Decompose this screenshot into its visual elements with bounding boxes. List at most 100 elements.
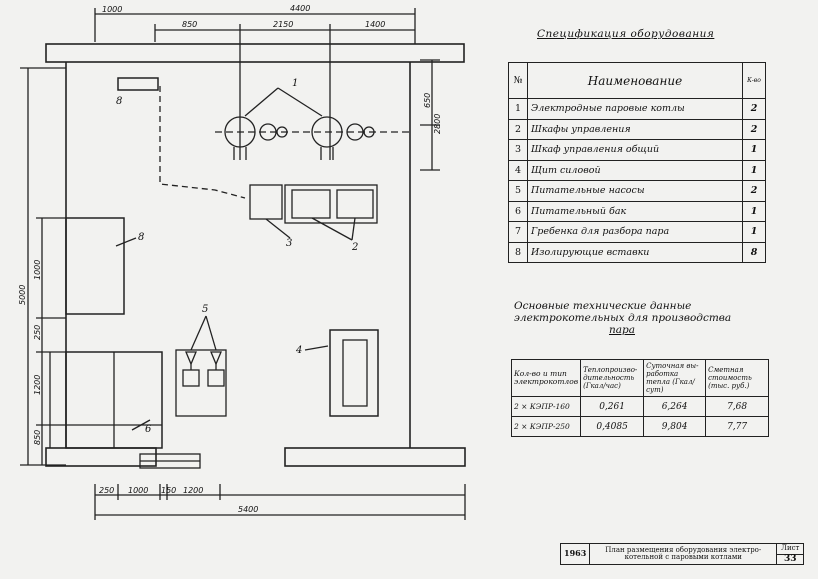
spec-header-row: № Наименование К-во (508, 62, 766, 99)
spec-header-name: Наименование (527, 62, 743, 99)
spec-cell-name: Гребенка для разбора пара (527, 221, 743, 243)
spec-cell-qty: 1 (742, 221, 766, 243)
dim-right-b: 2800 (433, 114, 442, 134)
spec-cell-num: 4 (508, 159, 528, 181)
label-inserts: 8 (138, 232, 144, 243)
spec-cell-qty: 1 (742, 139, 766, 161)
dim-right-a: 650 (423, 93, 432, 108)
control-cabinets-frame (284, 184, 378, 224)
control-cabinet-2 (336, 189, 374, 219)
tech-title-line-3: пара (608, 324, 635, 336)
dim-left-c: 1200 (33, 375, 42, 395)
spec-cell-name: Шкафы управления (527, 118, 743, 140)
tech-header-row: Кол-во и тип электрокотлов Теплопроизво-… (510, 359, 770, 397)
pump-1 (182, 369, 200, 387)
tech-cell: 0,4085 (580, 416, 645, 437)
spec-cell-num: 3 (508, 139, 528, 161)
dim-left-a: 1000 (33, 260, 42, 280)
spec-header-num: № (508, 62, 528, 99)
pump-2 (207, 369, 225, 387)
dim-left-overall: 5000 (18, 285, 27, 305)
spec-cell-qty: 1 (742, 200, 766, 222)
dim-bottom-a: 250 (99, 486, 114, 495)
boiler-1 (224, 116, 256, 148)
spec-cell-name: Щит силовой (527, 159, 743, 181)
label-cabinet-common: 3 (286, 238, 292, 249)
title-block-title: План размещения оборудования электро-кот… (589, 543, 778, 565)
dim-top-overall: 4400 (290, 4, 310, 13)
boiler-2 (311, 116, 343, 148)
spec-cell-num: 5 (508, 180, 528, 202)
tech-title-line-2: электрокотельных для производства (514, 312, 732, 324)
label-power-board: 4 (295, 345, 302, 356)
spec-cell-num: 7 (508, 221, 528, 243)
table-row: 2 × КЭПР-160 0,261 6,264 7,68 (510, 396, 770, 417)
dim-left-d: 850 (33, 430, 42, 445)
tech-title: Основные технические данные электрокотел… (514, 300, 774, 336)
steam-comb (117, 77, 159, 91)
tech-title-line-1: Основные технические данные (514, 300, 692, 312)
dim-left-b: 250 (33, 325, 42, 340)
spec-cell-name: Питательные насосы (527, 180, 743, 202)
dim-bottom-b: 1000 (128, 486, 148, 495)
table-row: 2 × КЭПР-250 0,4085 9,804 7,77 (510, 416, 770, 437)
tech-header-daily: Суточная вы-работка тепла (Гкал/сут) (643, 359, 707, 397)
dim-top-c: 1400 (365, 20, 385, 29)
floor-slab-right (284, 447, 466, 467)
dim-top-b: 2150 (273, 20, 293, 29)
tech-cell: 2 × КЭПР-160 (510, 396, 582, 417)
roof-slab (45, 43, 465, 63)
spec-cell-num: 8 (508, 241, 528, 263)
dim-bottom-d: 1200 (183, 486, 203, 495)
tech-table: Кол-во и тип электрокотлов Теплопроизво-… (510, 359, 770, 437)
floor-plan: 1000 4400 850 2150 1400 650 2800 5000 10… (18, 4, 466, 520)
tech-header-output: Теплопроизво-дительность (Гкал/час) (580, 359, 645, 397)
common-cabinet (249, 184, 283, 220)
tech-cell: 7,68 (705, 396, 770, 417)
power-board (329, 329, 379, 417)
spec-cell-qty: 2 (742, 98, 766, 120)
spec-cell-name: Изолирующие вставки (527, 241, 743, 263)
title-block-sheet-number: 33 (776, 553, 805, 565)
title-block: 1963 План размещения оборудования электр… (559, 543, 805, 565)
spec-cell-name: Питательный бак (527, 200, 743, 222)
tech-header-type: Кол-во и тип электрокотлов (510, 359, 582, 397)
control-cabinet-1 (291, 189, 331, 219)
spec-cell-qty: 1 (742, 159, 766, 181)
label-cabinets: 2 (351, 242, 358, 253)
tech-cell: 0,261 (580, 396, 645, 417)
tech-header-cost: Сметная стоимость (тыс. руб.) (705, 359, 770, 397)
pump-base (175, 349, 227, 417)
tech-cell: 2 × КЭПР-250 (510, 416, 582, 437)
title-block-sheet-label: Лист (776, 543, 805, 555)
spec-cell-qty: 2 (742, 118, 766, 140)
spec-cell-num: 1 (508, 98, 528, 120)
spec-header-qty: К-во (742, 62, 766, 99)
spec-cell-name: Шкаф управления общий (527, 139, 743, 161)
tech-cell: 7,77 (705, 416, 770, 437)
label-tank: 6 (145, 424, 152, 435)
label-boilers: 1 (292, 78, 298, 89)
spec-cell-qty: 2 (742, 180, 766, 202)
tech-cell: 9,804 (643, 416, 707, 437)
title-block-year: 1963 (559, 543, 591, 565)
dim-bottom-c: 150 (161, 486, 176, 495)
spec-title: Спецификация оборудования (537, 28, 715, 40)
spec-cell-num: 6 (508, 200, 528, 222)
tech-cell: 6,264 (643, 396, 707, 417)
label-pumps: 5 (202, 304, 208, 315)
dim-top-a: 850 (182, 20, 197, 29)
label-comb: 8 (116, 96, 122, 107)
dim-bottom-overall: 5400 (238, 505, 258, 514)
spec-cell-num: 2 (508, 118, 528, 140)
spec-cell-name: Электродные паровые котлы (527, 98, 743, 120)
